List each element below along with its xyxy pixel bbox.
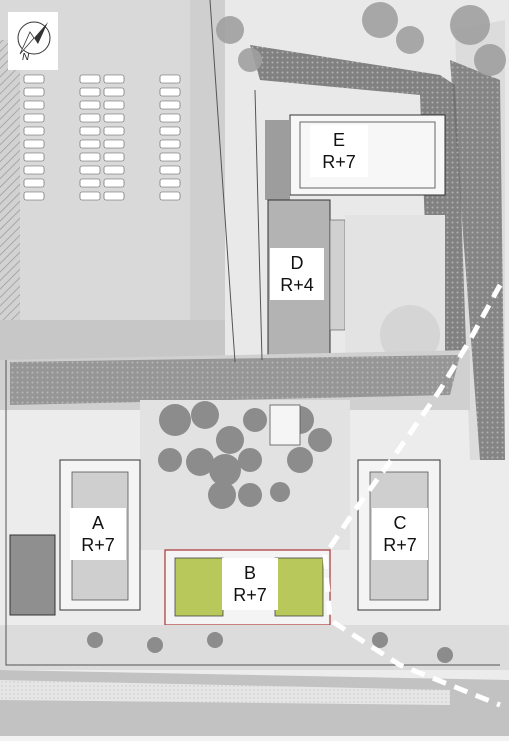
parking-stall <box>159 126 181 136</box>
building-id: B <box>243 563 256 583</box>
building-label-e: E R+7 <box>310 125 368 177</box>
parking-stall <box>103 113 125 123</box>
parking-stall <box>159 87 181 97</box>
east-path <box>450 60 505 460</box>
parking-stall <box>159 178 181 188</box>
parking-stall <box>79 178 101 188</box>
building-label-b: B R+7 <box>222 558 278 610</box>
parking-stall <box>103 178 125 188</box>
parking-stall <box>23 139 45 149</box>
parking-stall <box>159 74 181 84</box>
building-label-a: A R+7 <box>70 508 126 560</box>
building-id: C <box>393 513 407 533</box>
north-arrow: N <box>8 12 58 70</box>
parking-stall <box>23 87 45 97</box>
parking-stall <box>159 191 181 201</box>
building-floors: R+7 <box>322 152 356 172</box>
building-label-d: D R+4 <box>270 248 324 300</box>
parking-stall <box>159 113 181 123</box>
parking-stall <box>103 165 125 175</box>
building-floors: R+7 <box>383 535 417 555</box>
middle-parking-strip <box>10 355 460 405</box>
parking-stall <box>79 74 101 84</box>
building-label-c: C R+7 <box>372 508 428 560</box>
parking-stall <box>23 191 45 201</box>
parking-stall <box>103 87 125 97</box>
parking-stall <box>23 74 45 84</box>
sidewalk <box>0 680 450 705</box>
building-id: E <box>332 130 345 150</box>
boundary-dashed-line <box>322 283 503 708</box>
parking-stall <box>79 152 101 162</box>
parking-stall <box>23 152 45 162</box>
parking-stall <box>103 74 125 84</box>
parking-stall <box>79 191 101 201</box>
parking-stall <box>103 191 125 201</box>
north-arrow-icon <box>17 21 51 55</box>
building-floors: R+7 <box>233 585 267 605</box>
parking-stall <box>159 139 181 149</box>
central-pavilion <box>269 404 301 446</box>
parking-stall <box>159 165 181 175</box>
building-floors: R+7 <box>81 535 115 555</box>
south-plaza <box>0 625 509 670</box>
parking-stall <box>79 126 101 136</box>
parking-stall <box>23 126 45 136</box>
access-road <box>0 320 235 360</box>
parking-stall <box>23 113 45 123</box>
plaza-east-of-d <box>345 215 445 365</box>
parking-stall <box>79 87 101 97</box>
north-label: N <box>22 52 30 63</box>
building-id: D <box>290 253 304 273</box>
parking-stall <box>23 165 45 175</box>
parking-stall <box>23 178 45 188</box>
trees-central <box>158 401 332 509</box>
parking-stall <box>79 113 101 123</box>
site-boundary <box>5 0 500 666</box>
trees-north <box>216 2 506 76</box>
parking-stall <box>23 100 45 110</box>
parking-stall <box>103 100 125 110</box>
parking-stall <box>103 126 125 136</box>
north-path <box>250 45 470 360</box>
building-floors: R+4 <box>280 275 314 295</box>
parking-stall <box>79 165 101 175</box>
parking-stall <box>79 100 101 110</box>
parking-stall <box>103 152 125 162</box>
trees-south <box>87 632 453 663</box>
parking-stall <box>103 139 125 149</box>
parking-stall <box>159 100 181 110</box>
parking-stall <box>79 139 101 149</box>
building-id: A <box>91 513 104 533</box>
parking-stall <box>159 152 181 162</box>
